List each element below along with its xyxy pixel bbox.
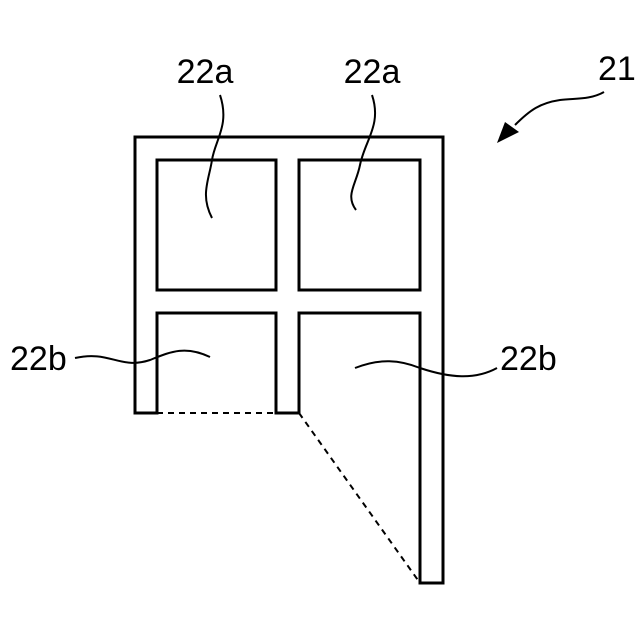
leader-line-22a-left — [206, 95, 223, 218]
label-22a-right: 22a — [344, 53, 401, 91]
leader-line-22b-right — [355, 361, 497, 376]
label-22b-right: 22b — [500, 340, 557, 378]
cell-upper-left — [157, 160, 276, 290]
leader-line-22b-left — [75, 351, 210, 363]
leader-arrow-21 — [515, 92, 604, 125]
leader-line-22a-right — [351, 95, 375, 210]
cell-upper-right — [299, 160, 420, 290]
label-22a-left: 22a — [177, 53, 234, 91]
label-22b-left: 22b — [10, 340, 67, 378]
dashed-line-diagonal-opening — [299, 413, 420, 583]
label-21: 21 — [598, 50, 636, 88]
outer-frame — [135, 137, 443, 583]
